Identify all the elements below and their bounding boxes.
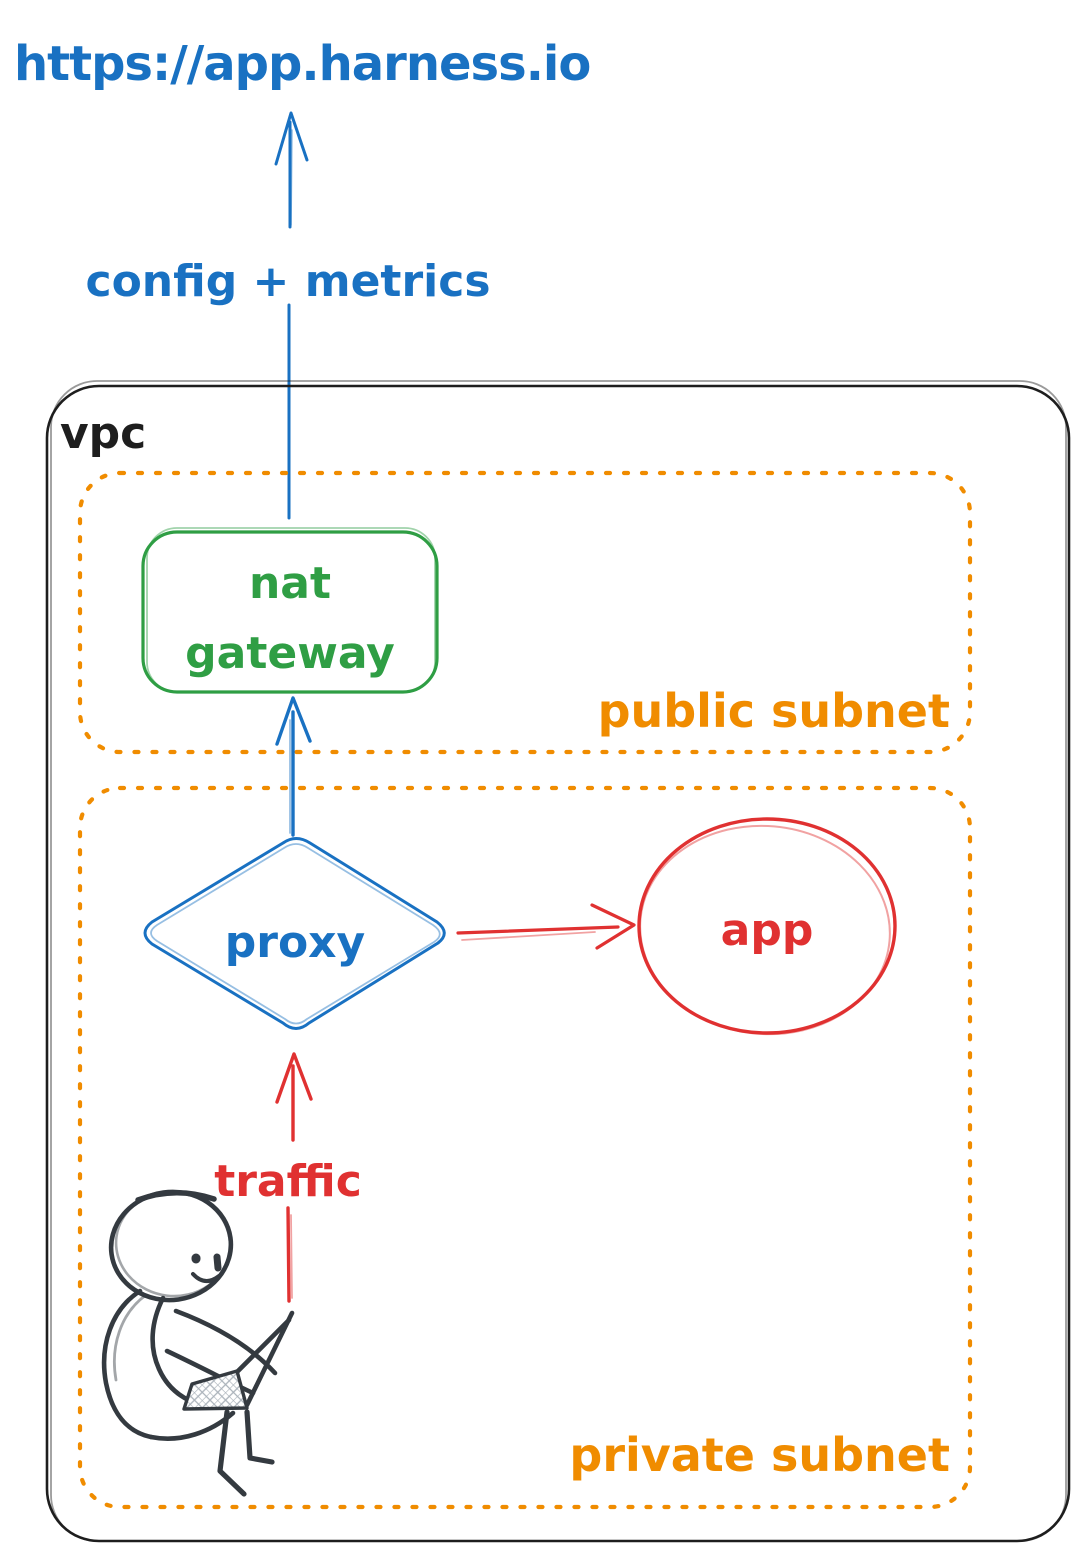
arrow-shaft [290,129,293,226]
figure-smile [191,1272,221,1283]
public-subnet-box [77,470,973,755]
external-url-label: https://app.harness.io [14,36,590,92]
vpc-border [50,380,1067,1542]
nat-gateway-border [141,530,439,694]
private-subnet-box [77,785,973,1510]
nat-gateway-label-line2: gateway [185,628,395,679]
proxy-to-nat-arrow [275,696,312,837]
arrow-shaft [461,931,596,941]
arrow-shaft [286,1206,291,1303]
app-circle-border [637,817,897,1035]
nat-gateway-border [146,527,436,693]
proxy-node [143,837,446,1030]
app-circle-border [639,824,891,1036]
vpc-border [45,384,1071,1543]
app-label: app [721,905,814,956]
arrow-head-icon [590,903,636,950]
private-subnet-label: private subnet [569,1428,950,1482]
laptop-screen [234,1317,292,1375]
arrow-head-icon [274,111,309,166]
private-subnet-border [77,785,973,1510]
laptop-screen [244,1310,295,1408]
figure-hair [135,1190,217,1203]
app-node [637,817,897,1036]
traffic-arrow [275,1052,313,1303]
figure-torso [101,1288,154,1440]
proxy-to-app-arrow [456,903,636,950]
laptop-keyboard [182,1369,249,1411]
figure-leg [217,1409,247,1497]
proxy-diamond-border [150,843,441,1025]
traffic-label: traffic [214,1156,362,1207]
figure-torso [150,1295,204,1408]
public-subnet-border [77,470,973,755]
proxy-label: proxy [225,917,366,968]
nat-gateway-node [141,527,439,694]
arrow-shaft [456,925,620,935]
public-subnet-label: public subnet [598,684,950,738]
user-figure [101,1189,295,1497]
arrow-shaft [290,1214,293,1299]
proxy-diamond-border [143,837,446,1030]
vpc-label: vpc [60,408,146,459]
config-metrics-label: config + metrics [85,256,490,307]
arrow-head-icon [275,696,312,746]
arrow-head-icon [275,1052,313,1104]
figure-leg [244,1409,275,1465]
figure-lap [148,1410,236,1441]
config-metrics-arrow [274,111,309,520]
figure-torso [112,1293,148,1382]
figure-eye [213,1253,222,1272]
nat-gateway-label-line1: nat [249,558,331,609]
figure-arm [164,1348,256,1396]
vpc-box [45,380,1071,1543]
